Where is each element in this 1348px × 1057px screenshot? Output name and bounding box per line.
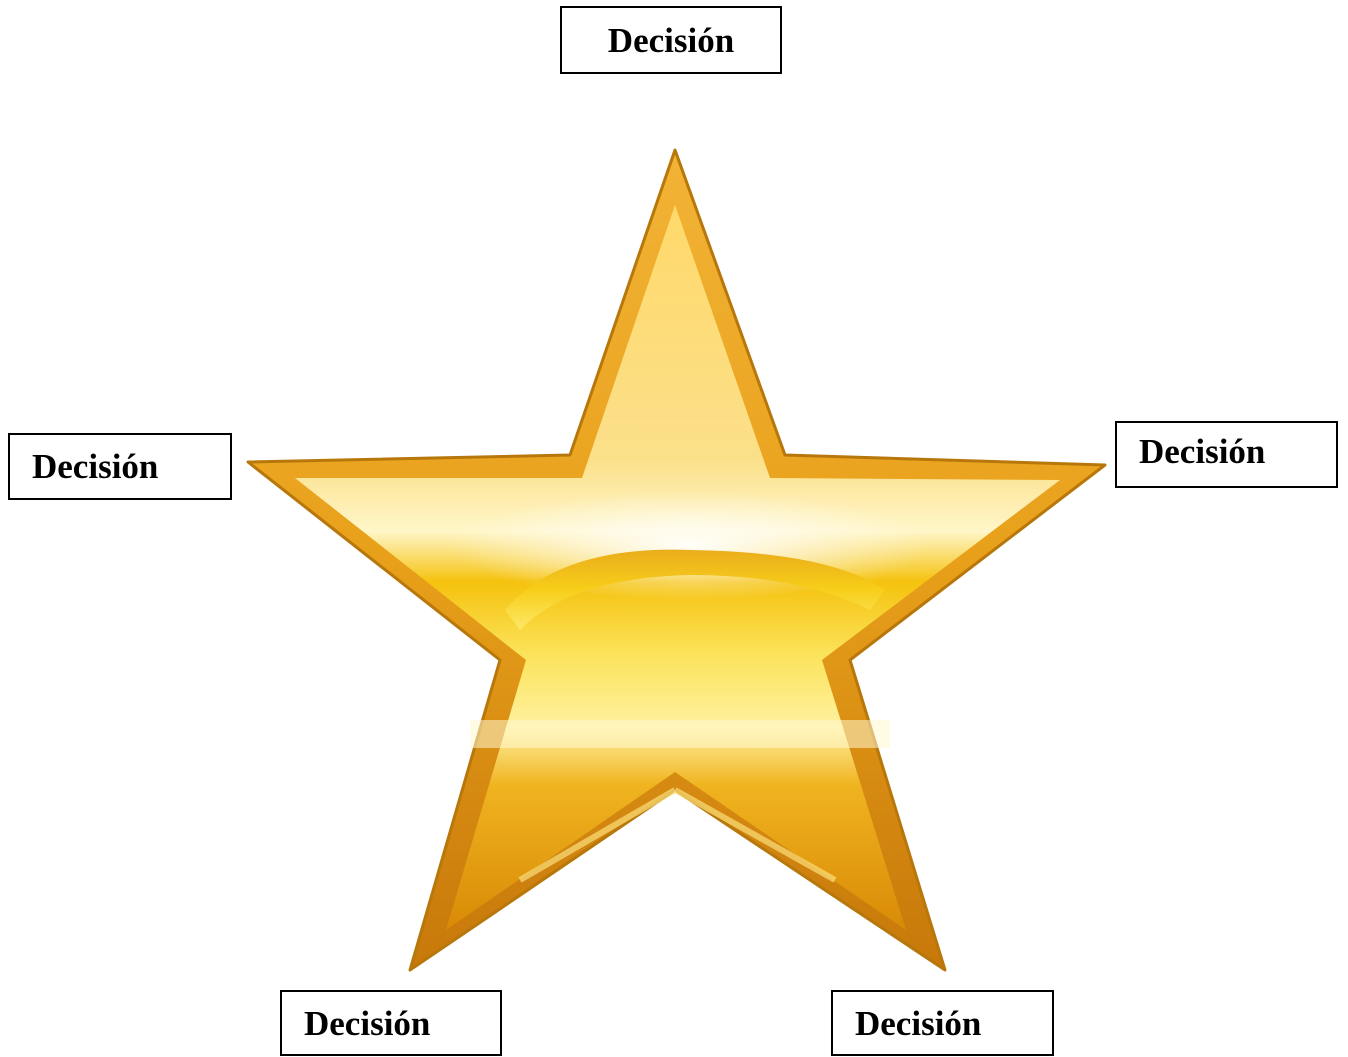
decision-label-bottom-right: Decisión <box>831 990 1054 1056</box>
decision-label-right: Decisión <box>1115 421 1338 488</box>
decision-label-left: Decisión <box>8 433 232 500</box>
decision-label-bottom-left: Decisión <box>280 990 502 1056</box>
decision-label-top: Decisión <box>560 6 782 74</box>
